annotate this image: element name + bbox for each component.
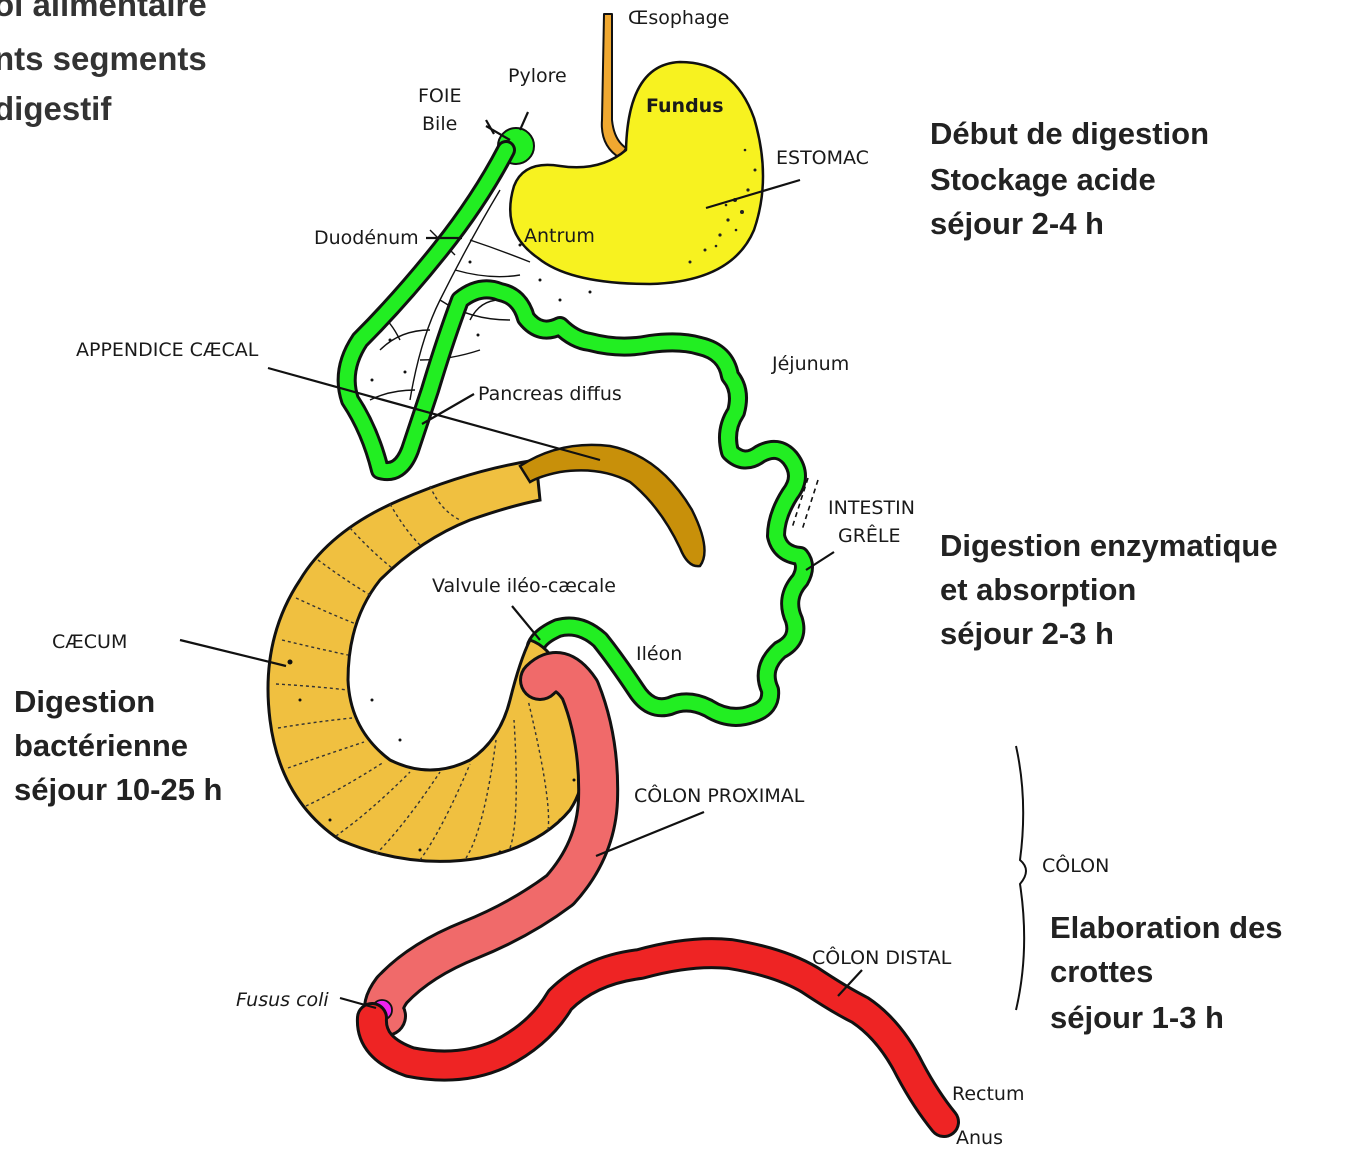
label-jejunum: Jéjunum — [771, 353, 849, 375]
colon-note: Elaboration des crottes séjour 1-3 h — [1050, 910, 1283, 1035]
title-line-3: digestif — [0, 90, 112, 127]
label-estomac: ESTOMAC — [776, 147, 869, 169]
small-intestine-note: Digestion enzymatique et absorption séjo… — [940, 528, 1278, 651]
label-pylore: Pylore — [508, 65, 567, 87]
label-foie: FOIE — [418, 85, 462, 107]
colon-note-line-2: crottes — [1050, 954, 1153, 989]
label-colon-distal: CÔLON DISTAL — [812, 945, 952, 969]
label-appendice: APPENDICE CÆCAL — [76, 339, 259, 361]
small-intestine-note-line-1: Digestion enzymatique — [940, 528, 1278, 563]
leader-lines — [180, 112, 862, 1008]
appendix — [520, 445, 705, 566]
caecum-note: Digestion bactérienne séjour 10-25 h — [14, 684, 222, 807]
oesophagus — [602, 14, 626, 158]
label-fundus: Fundus — [646, 95, 724, 117]
stomach-note-line-1: Début de digestion — [930, 116, 1209, 151]
title-line-2: nts segments — [0, 40, 207, 77]
stomach — [510, 62, 763, 284]
label-fusus: Fusus coli — [236, 989, 329, 1011]
small-intestine-note-line-2: et absorption — [940, 572, 1136, 607]
label-caecum: CÆCUM — [52, 631, 127, 653]
caecum-note-line-3: séjour 10-25 h — [14, 772, 222, 807]
label-ileon: Iléon — [636, 643, 682, 665]
label-rectum: Rectum — [952, 1083, 1024, 1105]
label-valvule: Valvule iléo-cæcale — [432, 575, 616, 597]
label-intestin: INTESTIN — [828, 497, 915, 519]
label-colon-proximal: CÔLON PROXIMAL — [634, 783, 805, 807]
colon-brace — [1016, 746, 1026, 1010]
label-colon: CÔLON — [1042, 853, 1109, 877]
label-antrum: Antrum — [524, 225, 595, 247]
colon-note-line-3: séjour 1-3 h — [1050, 1000, 1224, 1035]
label-duodenum: Duodénum — [314, 227, 419, 249]
caecum-note-line-1: Digestion — [14, 684, 155, 719]
small-intestine-note-line-3: séjour 2-3 h — [940, 616, 1114, 651]
title-line-1: ol alimentaire — [0, 0, 207, 23]
stomach-note-line-2: Stockage acide — [930, 162, 1156, 197]
label-oesophage: Œsophage — [628, 7, 729, 29]
caecum-note-line-2: bactérienne — [14, 728, 188, 763]
colon-distal — [372, 953, 944, 1122]
label-pancreas: Pancreas diffus — [478, 383, 622, 405]
colon-note-line-1: Elaboration des — [1050, 910, 1283, 945]
stomach-note: Début de digestion Stockage acide séjour… — [930, 116, 1209, 241]
label-anus: Anus — [956, 1127, 1003, 1149]
label-bile: Bile — [422, 113, 457, 135]
title: ol alimentaire nts segments digestif — [0, 0, 207, 127]
stomach-note-line-3: séjour 2-4 h — [930, 206, 1104, 241]
label-grele: GRÊLE — [838, 524, 901, 547]
